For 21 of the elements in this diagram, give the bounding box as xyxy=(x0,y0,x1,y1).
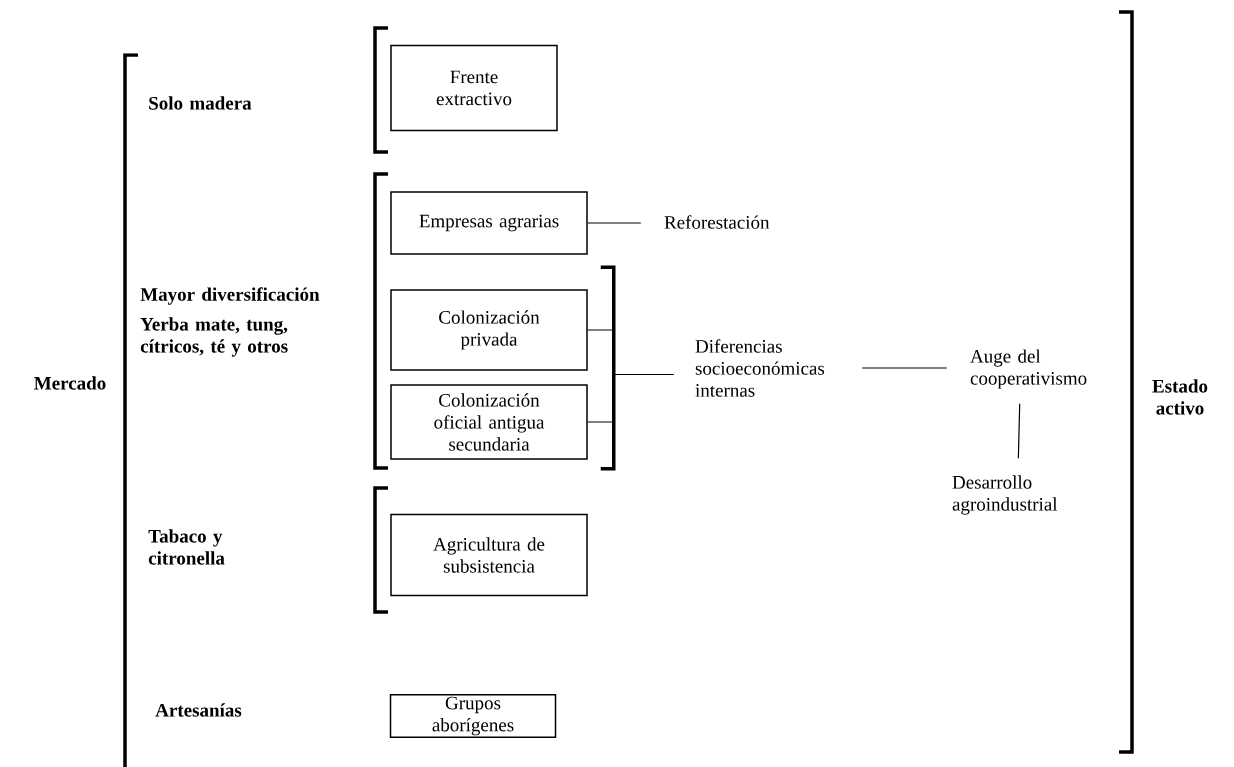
connector-line xyxy=(587,329,675,423)
label-text: Solo madera xyxy=(149,96,252,110)
text-label: Diferencias socioeconómicas internas xyxy=(695,339,825,397)
text-label: Reforestación xyxy=(664,215,770,229)
process-box: Grupos aborígenes xyxy=(389,693,557,739)
label-text: Mayor diversificación xyxy=(140,287,320,305)
connector-line xyxy=(1017,403,1021,459)
process-box: Colonización privada xyxy=(390,289,588,371)
label-text: Tabaco y citronella xyxy=(148,529,225,565)
process-box: Colonización oficial antigua secundaria xyxy=(390,384,588,460)
text-label: Auge del cooperativismo xyxy=(970,349,1087,389)
label-text: Mercado xyxy=(34,376,106,390)
label-text: Estado activo xyxy=(1152,379,1208,415)
process-box: Empresas agrarias xyxy=(390,191,588,255)
connector-line xyxy=(861,367,948,369)
text-label: Desarrollo agroindustrial xyxy=(952,475,1058,515)
process-box: Frente extractivo xyxy=(390,44,558,132)
process-box: Agricultura de subsistencia xyxy=(390,513,588,597)
connector-line xyxy=(587,222,642,224)
label-text: Artesanías xyxy=(155,703,242,717)
label-text: Yerba mate, tung, cítricos, té y otros xyxy=(140,317,288,357)
